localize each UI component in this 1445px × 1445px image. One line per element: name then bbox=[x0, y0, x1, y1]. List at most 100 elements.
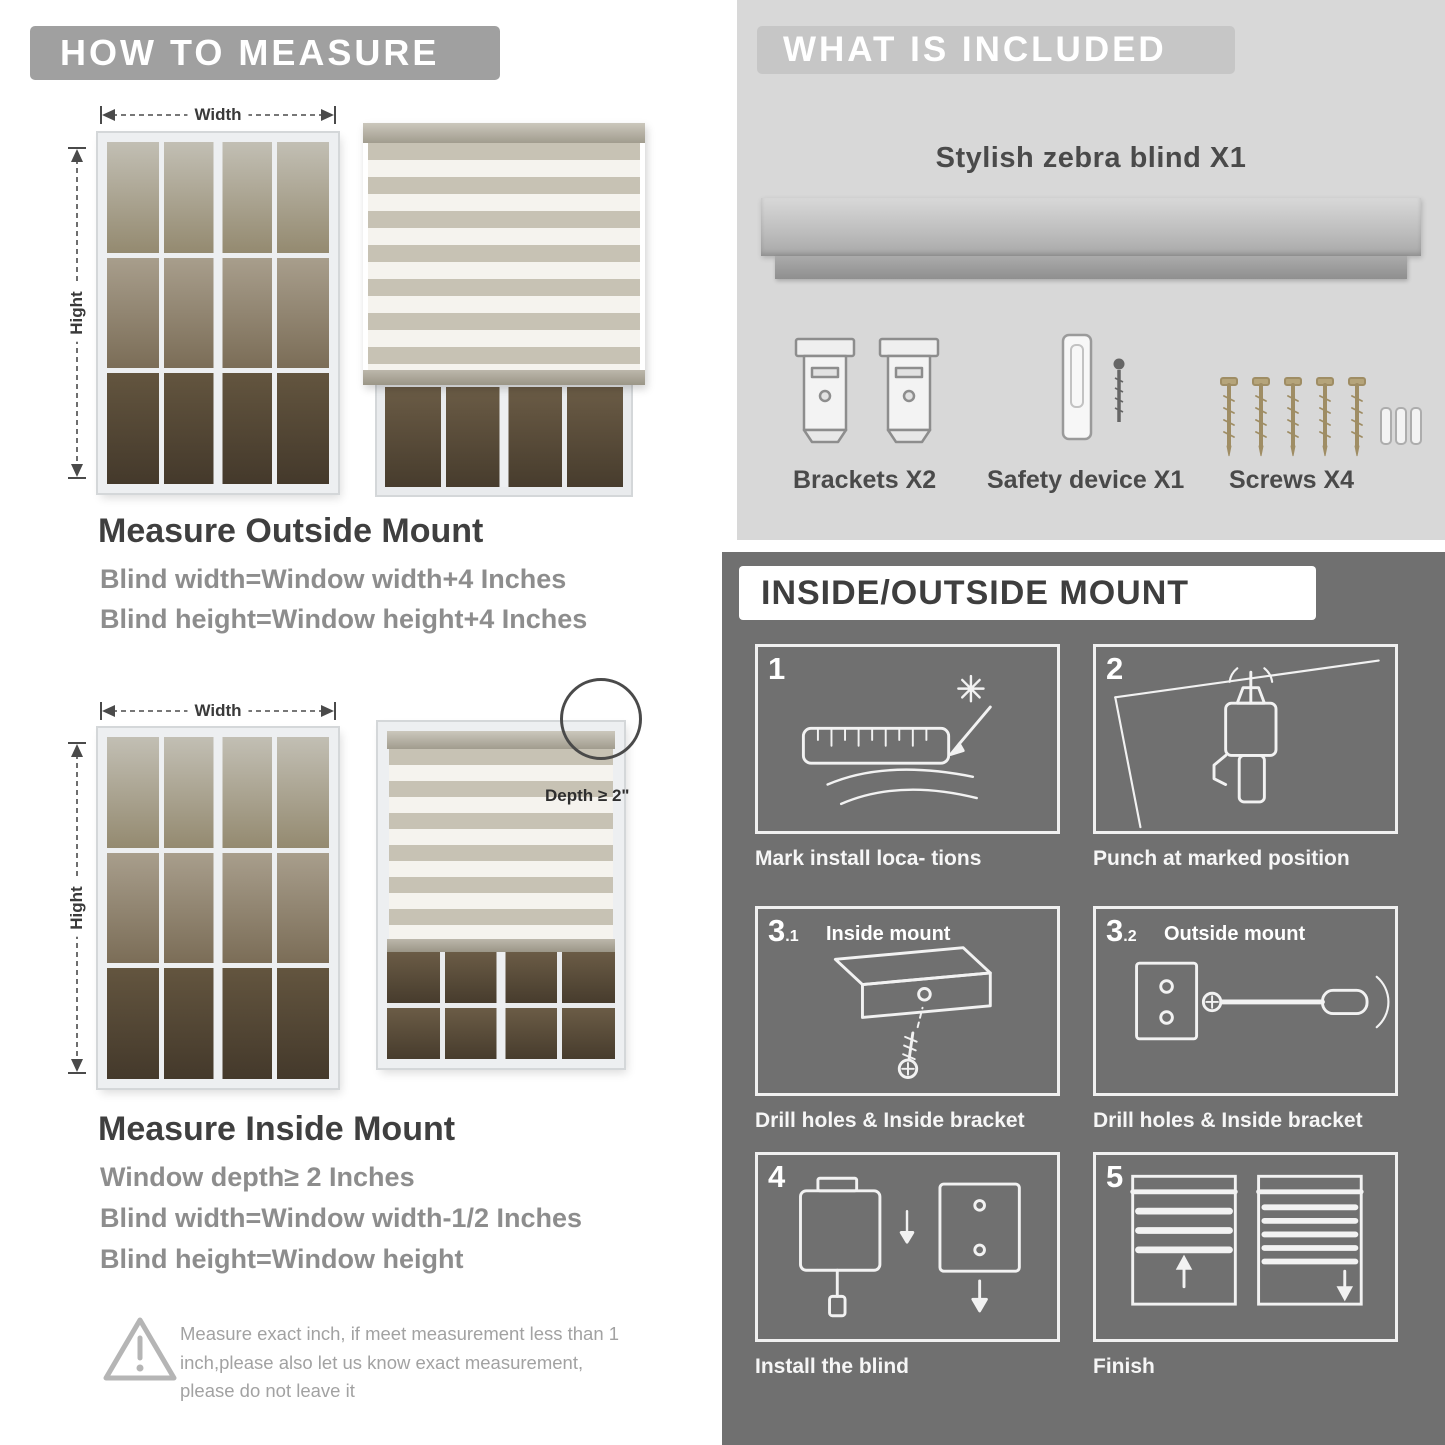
window-pane bbox=[220, 852, 273, 964]
what-is-included-header: WHAT IS INCLUDED bbox=[757, 26, 1235, 74]
window-pane bbox=[445, 1008, 499, 1059]
height-label: Hight bbox=[67, 879, 87, 937]
inside-mount-label: Inside mount bbox=[826, 923, 951, 945]
window-pane bbox=[163, 257, 216, 369]
step-inside-mount-bracket: 3.1 Inside mount Drill holes & Inside br… bbox=[755, 906, 1060, 1133]
window-pane bbox=[561, 952, 615, 1003]
height-arrow-inside: Hight bbox=[66, 740, 88, 1076]
window-pane bbox=[503, 1008, 557, 1059]
step-caption: Drill holes & Inside bracket bbox=[1093, 1109, 1363, 1132]
height-label: Hight bbox=[67, 284, 87, 342]
window-pane bbox=[107, 852, 159, 964]
finished-blinds-illustration bbox=[1130, 1174, 1364, 1306]
step-number: 4 bbox=[768, 1159, 786, 1194]
step-caption: Install the blind bbox=[755, 1355, 910, 1378]
window-pane bbox=[277, 852, 329, 964]
outside-mount-title: Measure Outside Mount bbox=[98, 512, 484, 550]
headrail-illustration bbox=[761, 198, 1421, 279]
depth-callout-circle bbox=[560, 678, 642, 760]
inside-mount-rule-height: Blind height=Window height bbox=[100, 1244, 464, 1274]
brackets-label: Brackets X2 bbox=[793, 466, 937, 494]
inside-mount-title: Measure Inside Mount bbox=[98, 1110, 456, 1148]
window-pane bbox=[385, 386, 441, 487]
window-pane bbox=[277, 737, 329, 848]
step-outside-mount-bracket: 3.2 Outside mount Drill holes & Inside b… bbox=[1093, 906, 1398, 1133]
inside-mount-rule-width: Blind width=Window width-1/2 Inches bbox=[100, 1203, 583, 1233]
how-to-measure-header: HOW TO MEASURE bbox=[30, 26, 500, 80]
step-number: 1 bbox=[768, 651, 786, 686]
step-finish: 5 bbox=[1093, 1152, 1398, 1379]
window-center-divider bbox=[213, 142, 223, 484]
window-behind-blind bbox=[387, 952, 615, 1059]
step-caption: Mark install loca- tions bbox=[755, 847, 982, 870]
width-label: Width bbox=[187, 105, 249, 125]
window-pane bbox=[163, 968, 216, 1079]
mount-section-header: INSIDE/OUTSIDE MOUNT bbox=[739, 566, 1316, 620]
window-pane bbox=[107, 142, 159, 253]
height-arrow-outside: Hight bbox=[66, 145, 88, 481]
warning-triangle-icon bbox=[103, 1317, 177, 1381]
zebra-blind-illustration-inside bbox=[378, 722, 624, 1068]
blind-bottomrail bbox=[363, 370, 645, 385]
double-arrow-icon bbox=[100, 106, 336, 124]
outside-mount-rule-width: Blind width=Window width+4 Inches bbox=[100, 564, 567, 594]
product-name: Stylish zebra blind X1 bbox=[935, 142, 1247, 174]
install-blind-illustration bbox=[799, 1176, 1021, 1318]
window-pane bbox=[445, 952, 499, 1003]
step-number: 2 bbox=[1106, 651, 1124, 686]
outside-blind-figure bbox=[363, 123, 645, 495]
how-to-measure-title: HOW TO MEASURE bbox=[60, 32, 440, 73]
what-is-included-section: WHAT IS INCLUDED Stylish zebra blind X1 bbox=[737, 0, 1445, 540]
screws-icon bbox=[1220, 377, 1422, 457]
window-panes bbox=[387, 952, 615, 1059]
measurement-warning-text: Measure exact inch, if meet measurement … bbox=[180, 1323, 620, 1402]
window-pane bbox=[277, 373, 329, 484]
step-panel: 3.1 Inside mount bbox=[755, 906, 1060, 1096]
window-pane bbox=[277, 257, 329, 369]
bracket-icon bbox=[878, 337, 940, 444]
width-arrow-inside: Width bbox=[98, 700, 338, 722]
mount-section-title: INSIDE/OUTSIDE MOUNT bbox=[761, 573, 1190, 612]
zebra-blind-illustration-outside bbox=[363, 123, 645, 385]
anchors-icon bbox=[1380, 407, 1422, 445]
window-pane bbox=[387, 952, 441, 1003]
window-pane bbox=[503, 952, 557, 1003]
window-center-divider bbox=[496, 952, 506, 1059]
what-is-included-title: WHAT IS INCLUDED bbox=[783, 30, 1167, 69]
step-caption: Punch at marked position bbox=[1093, 847, 1350, 870]
window-pane bbox=[107, 968, 159, 1079]
outside-mount-label: Outside mount bbox=[1164, 923, 1306, 945]
headrail-cassette bbox=[761, 198, 1421, 256]
window-pane bbox=[387, 1008, 441, 1059]
window-pane bbox=[163, 142, 216, 253]
window-pane bbox=[107, 373, 159, 484]
window-illustration-outside bbox=[98, 133, 338, 493]
bracket-icon bbox=[794, 337, 856, 444]
step-number: 3.1 bbox=[768, 913, 799, 948]
step-punch-position: 2 Punch at marked position bbox=[1093, 644, 1398, 871]
window-pane bbox=[220, 257, 273, 369]
safety-device-label: Safety device X1 bbox=[987, 466, 1185, 494]
window-pane bbox=[220, 968, 273, 1079]
step-panel: 1 bbox=[755, 644, 1060, 834]
step-number: 5 bbox=[1106, 1159, 1124, 1194]
blind-headrail bbox=[387, 731, 615, 749]
window-pane bbox=[220, 142, 273, 253]
window-illustration-inside bbox=[98, 728, 338, 1088]
step-caption: Drill holes & Inside bracket bbox=[755, 1109, 1025, 1132]
mount-instructions-section: INSIDE/OUTSIDE MOUNT 1 Mark install loca… bbox=[722, 552, 1445, 1445]
headrail-front-bar bbox=[775, 256, 1407, 279]
step-mark-locations: 1 Mark install loca- tions bbox=[755, 644, 1060, 871]
window-pane bbox=[163, 737, 216, 848]
window-panes bbox=[107, 142, 329, 484]
window-pane bbox=[107, 737, 159, 848]
mark-locations-illustration bbox=[801, 674, 992, 806]
step-panel: 2 bbox=[1093, 644, 1398, 834]
depth-callout-label: Depth ≥ 2" bbox=[545, 786, 630, 805]
window-pane bbox=[220, 373, 273, 484]
width-arrow-outside: Width bbox=[98, 104, 338, 126]
inside-mount-rule-depth: Window depth≥ 2 Inches bbox=[100, 1162, 415, 1192]
blind-stripes bbox=[368, 143, 640, 370]
step-install-blind: 4 Install the blind bbox=[755, 1152, 1060, 1379]
window-panes bbox=[107, 737, 329, 1079]
